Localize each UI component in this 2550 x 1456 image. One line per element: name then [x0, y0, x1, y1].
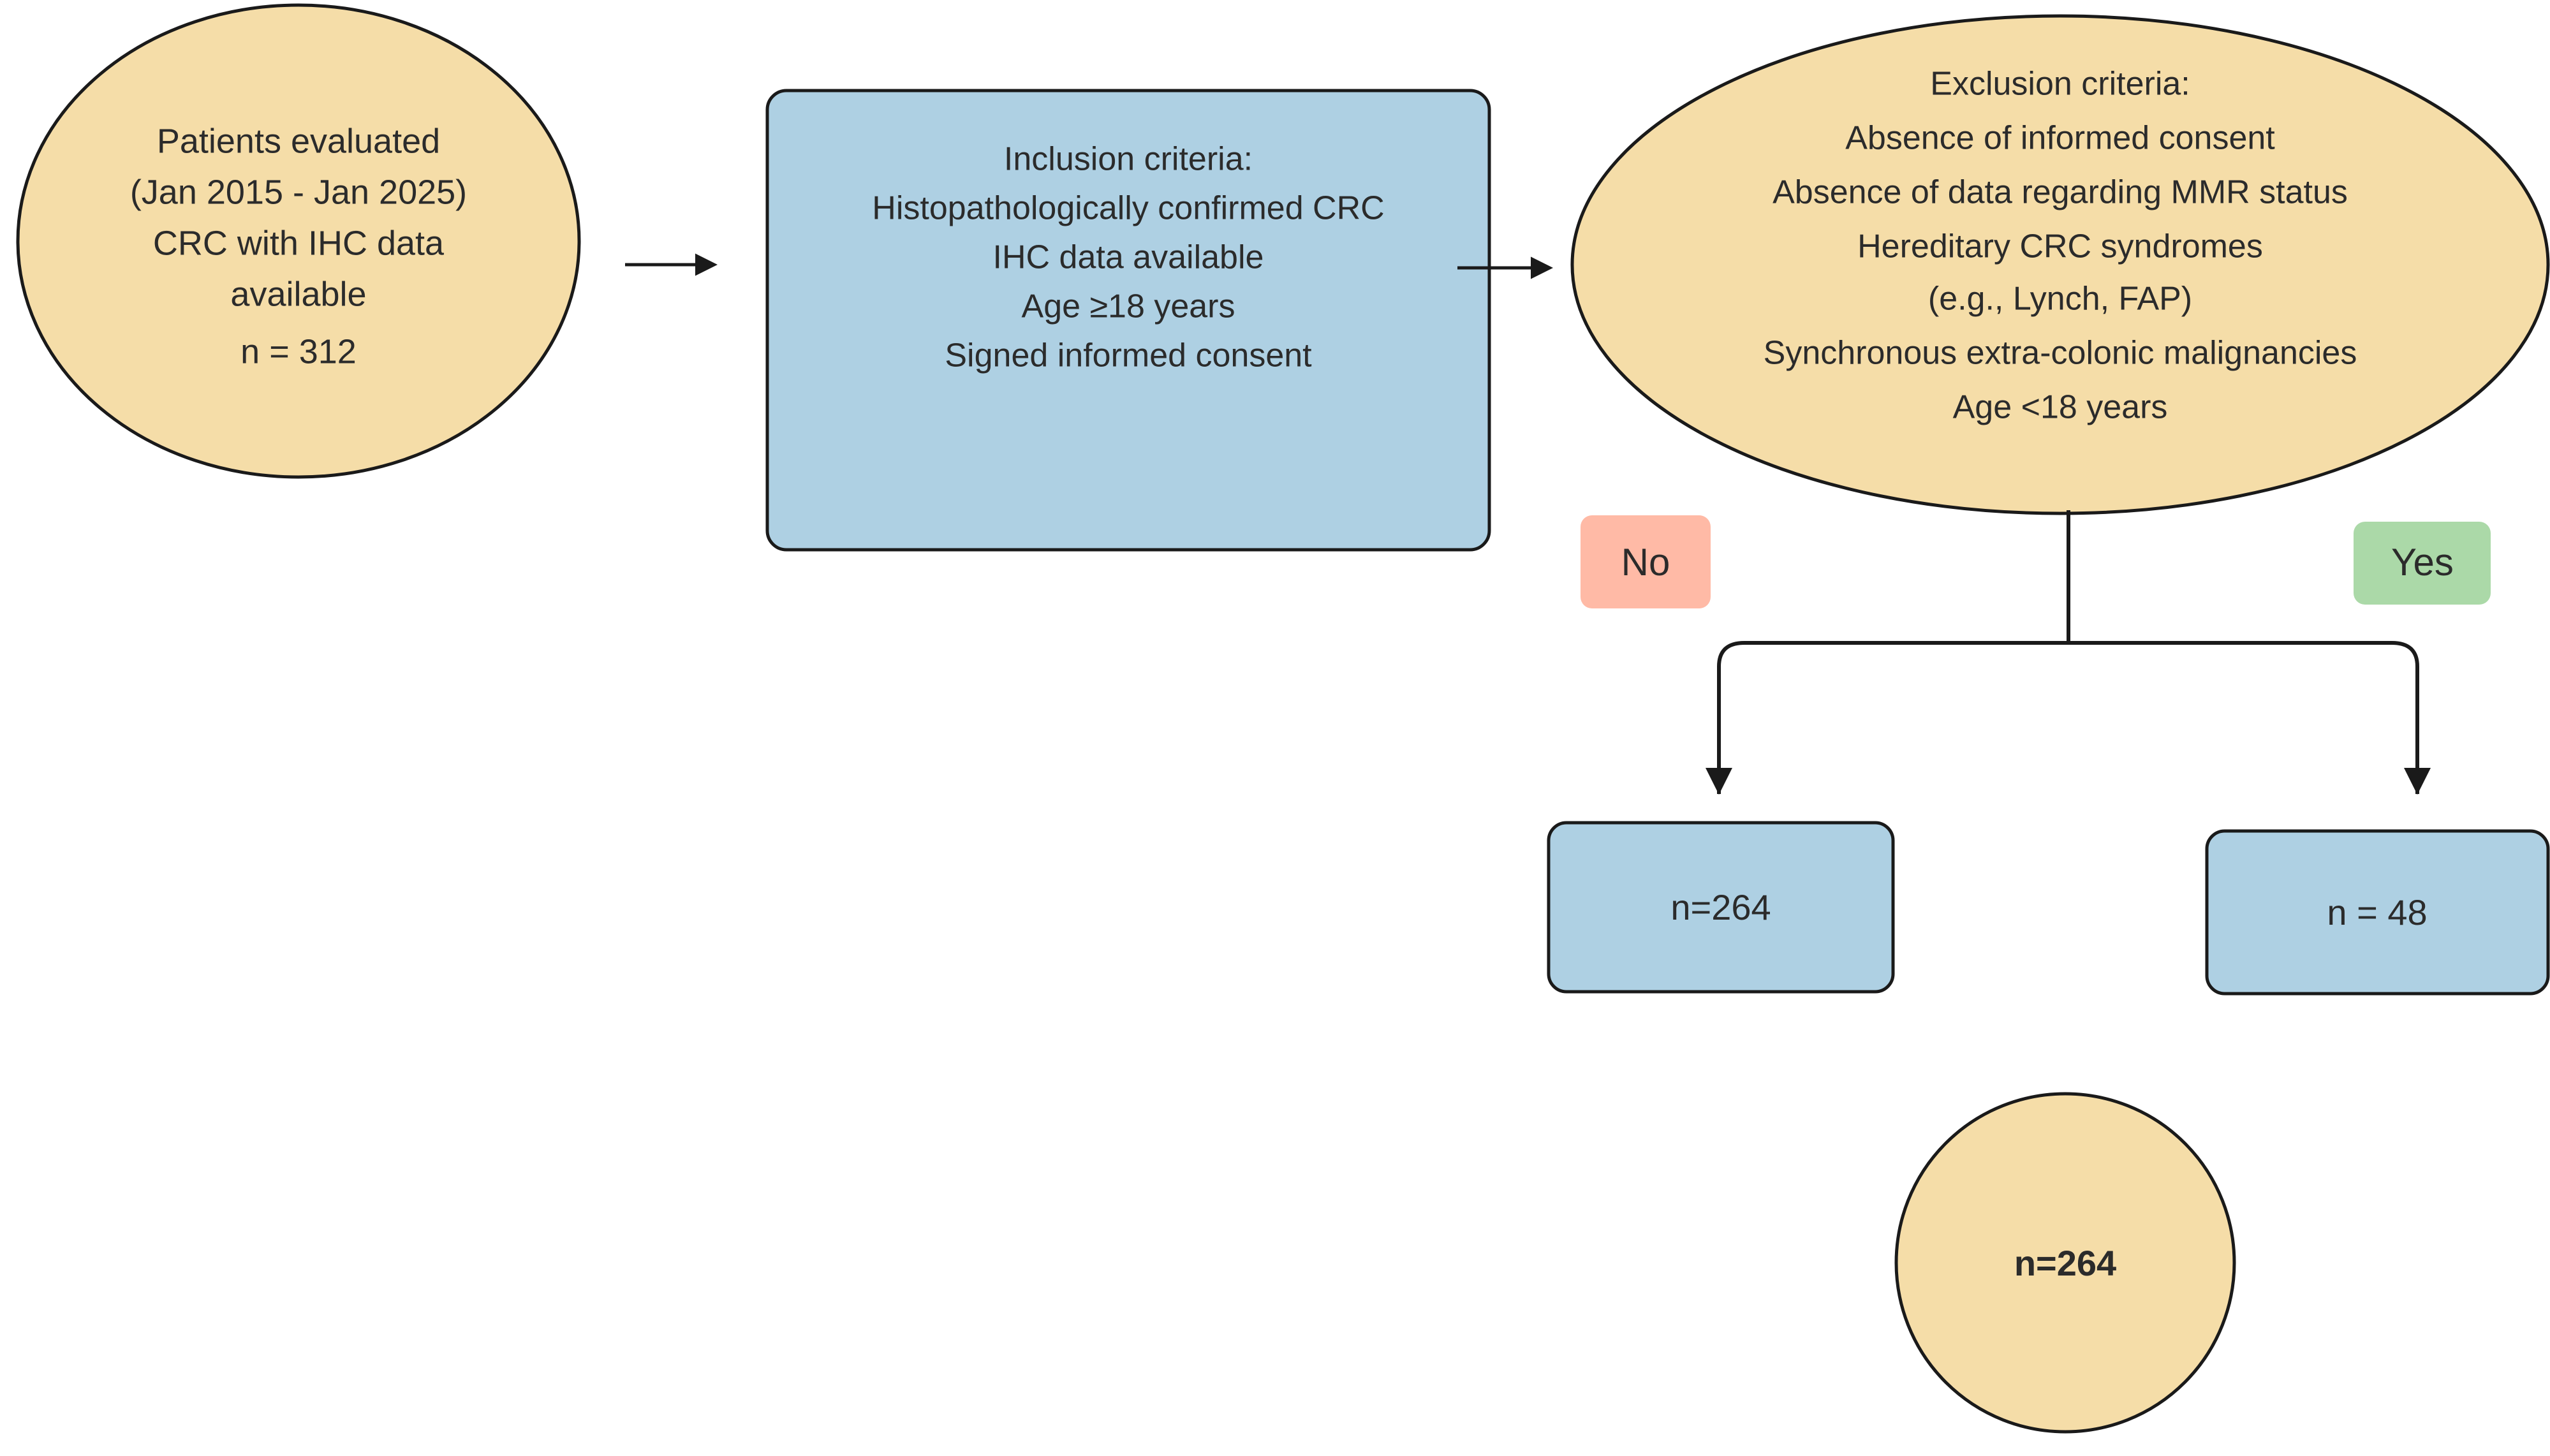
source-circle-line-5: n = 312	[240, 332, 357, 371]
no-badge-shape	[1581, 515, 1711, 608]
node-exclusion-ellipse[interactable]: Exclusion criteria: Absence of informed …	[1570, 14, 2550, 515]
source-circle-line-2: (Jan 2015 - Jan 2025)	[130, 173, 467, 211]
source-circle-line-3: CRC with IHC data	[153, 224, 445, 262]
exclusion-line-2: Absence of informed consent	[1845, 120, 2275, 157]
branch-bus-path	[1717, 641, 2419, 794]
inclusion-line-1: Inclusion criteria:	[1004, 141, 1253, 178]
inclusion-line-4: Age ≥18 years	[1022, 288, 1235, 325]
badge-yes[interactable]: Yes	[2354, 522, 2491, 605]
edge-exclusion-branch	[1706, 510, 2431, 795]
node-right-count-box[interactable]: n = 48	[2205, 829, 2550, 996]
node-source-circle[interactable]: Patients evaluated (Jan 2015 - Jan 2025)…	[16, 3, 581, 479]
inclusion-box-shape	[765, 89, 1491, 552]
right-count-box-label: n = 48	[2327, 892, 2427, 932]
inclusion-line-3: IHC data available	[993, 239, 1264, 276]
exclusion-line-3: Absence of data regarding MMR status	[1772, 174, 2348, 211]
exclusion-line-7: Age <18 years	[1953, 389, 2168, 426]
exclusion-ellipse-shape	[1570, 14, 2550, 515]
inclusion-line-5: Signed informed consent	[945, 337, 1312, 374]
badge-no[interactable]: No	[1581, 515, 1711, 608]
right-count-box-shape	[2205, 829, 2550, 996]
node-left-count-box[interactable]: n=264	[1547, 821, 1895, 994]
exclusion-line-4: Hereditary CRC syndromes	[1857, 228, 2263, 265]
no-badge-label: No	[1621, 541, 1670, 584]
final-circle-shape	[1894, 1092, 2236, 1434]
node-final-circle[interactable]: n=264	[1894, 1092, 2236, 1434]
yes-badge-label: Yes	[2391, 541, 2454, 584]
left-count-box-shape	[1547, 821, 1895, 994]
inclusion-line-2: Histopathologically confirmed CRC	[872, 190, 1384, 227]
exclusion-line-1: Exclusion criteria:	[1930, 66, 2190, 103]
source-circle-shape	[16, 3, 581, 479]
yes-badge-shape	[2354, 522, 2491, 605]
node-inclusion-box[interactable]: Inclusion criteria: Histopathologically …	[765, 89, 1491, 552]
final-circle-label: n=264	[2014, 1243, 2116, 1283]
exclusion-line-6: Synchronous extra-colonic malignancies	[1764, 335, 2357, 372]
source-circle-line-1: Patients evaluated	[157, 122, 440, 160]
left-count-box-label: n=264	[1670, 887, 1771, 927]
exclusion-line-5: (e.g., Lynch, FAP)	[1928, 281, 2192, 318]
source-circle-line-4: available	[230, 275, 366, 313]
